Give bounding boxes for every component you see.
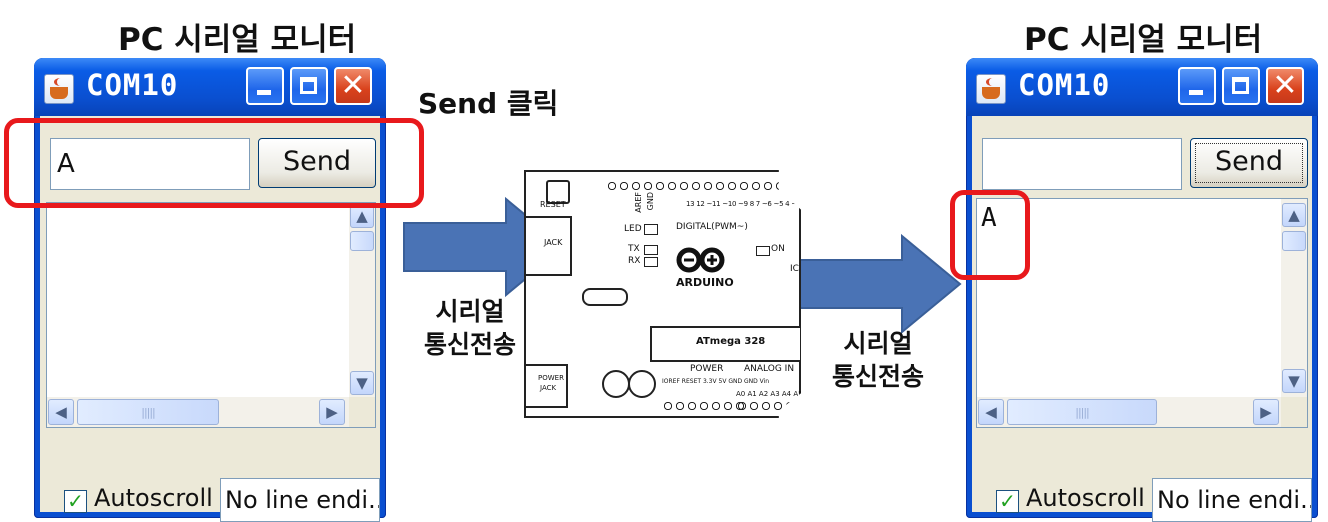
gnd-label: GND: [646, 192, 655, 211]
led-indicator: [644, 224, 658, 235]
left-caption-line2: 통신전송: [423, 329, 516, 359]
aref-label: AREF: [634, 192, 643, 213]
java-icon: [44, 74, 74, 104]
power-label: POWER: [690, 364, 724, 374]
serial-output-text: A: [981, 203, 997, 233]
right-monitor-heading: PC 시리얼 모니터: [1024, 22, 1263, 58]
reset-label: RESET: [540, 200, 566, 209]
ic-label: IC: [790, 264, 799, 274]
line-ending-select[interactable]: No line endi...: [220, 478, 380, 522]
vertical-scrollbar[interactable]: ▲ ▼: [349, 203, 375, 397]
on-led: [756, 246, 770, 256]
digital-header: [606, 180, 781, 192]
maximize-button[interactable]: [290, 67, 328, 105]
power-jack: [524, 364, 568, 408]
analog-label: ANALOG IN: [744, 364, 795, 374]
chip-label: ATmega 328: [696, 336, 766, 347]
capacitor-2: [628, 370, 656, 398]
maximize-button[interactable]: [1222, 67, 1260, 105]
minimize-button[interactable]: [1178, 67, 1216, 105]
led-label: LED: [624, 224, 642, 234]
rx-led: [644, 257, 658, 267]
serial-output-area[interactable]: ▲ ▼ ◀ ||||| ▶: [46, 202, 376, 428]
close-button[interactable]: ✕: [1266, 67, 1304, 105]
left-title-bar[interactable]: COM10 ✕: [34, 58, 386, 116]
right-caption-line1: 시리얼: [843, 329, 913, 358]
send-input[interactable]: [982, 138, 1182, 190]
reset-button-icon: [546, 180, 570, 204]
minimize-button[interactable]: [246, 67, 284, 105]
arduino-brand: ARDUINO: [676, 276, 734, 289]
right-serial-arrow: [799, 233, 962, 335]
scroll-right-icon[interactable]: ▶: [319, 399, 345, 425]
left-window-title: COM10: [86, 68, 179, 102]
on-label: ON: [771, 244, 785, 254]
right-title-bar[interactable]: COM10 ✕: [966, 58, 1318, 116]
send-button[interactable]: Send: [258, 138, 376, 188]
power-jack-label2: JACK: [540, 384, 557, 392]
atmega-chip: [650, 326, 801, 362]
power-header: [662, 400, 746, 412]
left-client-area: A Send ▲ ▼ ◀ ||||| ▶ ✓ Autoscroll No lin…: [40, 116, 380, 522]
right-caption-line2: 통신전송: [831, 361, 924, 391]
java-icon: [976, 74, 1006, 104]
tx-led: [644, 245, 658, 255]
left-arrow-caption: 시리얼 통신전송: [410, 296, 530, 361]
horizontal-scrollbar[interactable]: ◀ ||||| ▶: [977, 397, 1283, 427]
tx-label: TX: [628, 244, 640, 254]
send-area-highlight: [4, 118, 424, 208]
line-ending-select[interactable]: No line endi...: [1152, 478, 1312, 522]
vertical-scrollbar[interactable]: ▲ ▼: [1281, 199, 1307, 397]
autoscroll-label: Autoscroll: [94, 484, 213, 512]
analog-header: [736, 400, 801, 412]
close-button[interactable]: ✕: [334, 67, 372, 105]
autoscroll-checkbox[interactable]: ✓: [996, 490, 1019, 513]
send-button[interactable]: Send: [1190, 138, 1308, 188]
digital-pins-label: 13 12 ~11 ~10 ~9 8 7 ~6 ~5 4 ~3 2 TX>1 R…: [686, 200, 806, 208]
rx-label: RX: [628, 256, 641, 266]
serial-output-area[interactable]: A ▲ ▼ ◀ ||||| ▶: [976, 198, 1308, 428]
scroll-left-icon[interactable]: ◀: [978, 399, 1004, 425]
autoscroll-checkbox[interactable]: ✓: [64, 490, 87, 513]
autoscroll-label: Autoscroll: [1026, 484, 1145, 512]
send-input[interactable]: A: [50, 138, 250, 190]
horizontal-scroll-thumb[interactable]: |||||: [1007, 399, 1157, 425]
right-client-area: Send A ▲ ▼ ◀ ||||| ▶ ✓ Autoscroll No lin…: [972, 116, 1312, 522]
arduino-logo-icon: [676, 247, 725, 273]
power-jack-label1: POWER: [538, 374, 564, 382]
right-window-title: COM10: [1018, 68, 1111, 102]
arduino-board: RESET JACK 13 12 ~11 ~10 ~9 8 7 ~6 ~5 4 …: [524, 170, 801, 418]
digital-label: DIGITAL(PWM~): [676, 222, 748, 232]
scroll-up-icon[interactable]: ▲: [1282, 203, 1306, 227]
right-serial-monitor-window: COM10 ✕ Send A ▲ ▼ ◀ ||||| ▶ ✓ Autoscrol…: [966, 58, 1318, 522]
scroll-corner: [1281, 397, 1307, 427]
crystal-oscillator: [582, 288, 628, 306]
scroll-right-icon[interactable]: ▶: [1253, 399, 1279, 425]
left-monitor-heading: PC 시리얼 모니터: [118, 22, 357, 58]
usb-jack-label: JACK: [544, 238, 563, 247]
right-arrow-caption: 시리얼 통신전송: [818, 328, 938, 393]
right-arrow-shape: [799, 233, 962, 335]
vertical-scroll-thumb[interactable]: [1282, 231, 1306, 251]
capacitor-1: [602, 370, 630, 398]
horizontal-scrollbar[interactable]: ◀ ||||| ▶: [47, 397, 349, 427]
scroll-down-icon[interactable]: ▼: [1282, 369, 1306, 393]
scroll-corner: [349, 397, 375, 427]
received-output-highlight: [950, 190, 1030, 280]
send-click-caption: Send 클릭: [418, 87, 559, 120]
left-caption-line1: 시리얼: [435, 297, 505, 326]
vertical-scroll-thumb[interactable]: [350, 231, 374, 251]
scroll-left-icon[interactable]: ◀: [48, 399, 74, 425]
horizontal-scroll-thumb[interactable]: |||||: [77, 399, 219, 425]
left-serial-monitor-window: COM10 ✕ A Send ▲ ▼ ◀ ||||| ▶ ✓ Autoscrol…: [34, 58, 386, 522]
analog-pins-label: A0 A1 A2 A3 A4 A5: [736, 390, 803, 398]
usb-jack: [524, 216, 572, 276]
scroll-down-icon[interactable]: ▼: [350, 371, 374, 395]
power-pins-label: IOREF RESET 3.3V 5V GND GND Vin: [662, 378, 770, 385]
